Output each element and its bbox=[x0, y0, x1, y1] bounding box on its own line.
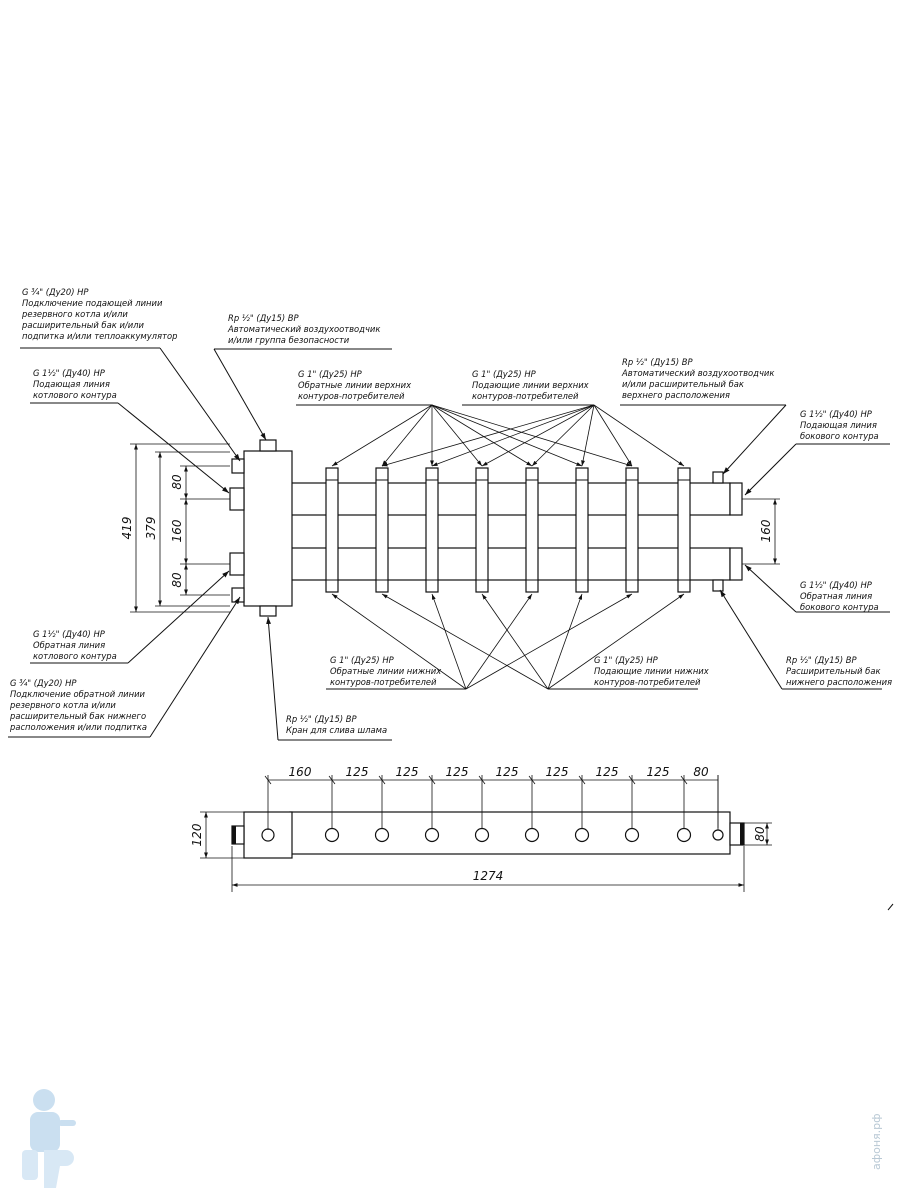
label-expansion-bottom: Rp ½" (Ду15) ВР Расширительный бак нижне… bbox=[786, 655, 892, 687]
upper-manifold-pipe bbox=[289, 482, 731, 516]
watermark-site: афоня.рф bbox=[870, 1113, 883, 1170]
dim-chain-8: 125 bbox=[647, 765, 670, 779]
dim-120: 120 bbox=[190, 823, 204, 846]
label-side-return: G 1½" (Ду40) НР Обратная линия бокового … bbox=[800, 580, 879, 612]
branch-pipe-2 bbox=[375, 467, 389, 593]
label-boiler-supply: G 1½" (Ду40) НР Подающая линия котлового… bbox=[33, 368, 117, 400]
bottom-expansion-port bbox=[712, 579, 724, 592]
dim-chain-1: 160 bbox=[289, 765, 312, 779]
upper-right-cap bbox=[729, 482, 743, 516]
leader-upper-6 bbox=[581, 404, 595, 467]
label-sludge-drain: Rp ½" (Ду15) ВР Кран для слива шлама bbox=[286, 714, 387, 735]
branch-pipe-1 bbox=[325, 467, 339, 593]
corner-mark bbox=[887, 903, 894, 911]
label-boiler-return: G 1½" (Ду40) НР Обратная линия котлового… bbox=[33, 629, 117, 661]
dim-chain-2: 125 bbox=[346, 765, 369, 779]
leader-cross-upper-5 bbox=[531, 404, 595, 467]
label-side-supply: G 1½" (Ду40) НР Подающая линия бокового … bbox=[800, 409, 880, 441]
lower-right-cap bbox=[729, 547, 743, 581]
dim-chain-3: 125 bbox=[396, 765, 419, 779]
leader-lower-5 bbox=[465, 593, 533, 690]
plumber-mascot-logo bbox=[22, 1089, 76, 1188]
dim-160-right: 160 bbox=[759, 519, 773, 542]
leader-cross-upper-4 bbox=[431, 404, 483, 467]
annotations: G ¾" (Ду20) НР Подключение подающей лини… bbox=[8, 287, 892, 741]
label-boiler-reserve-return: G ¾" (Ду20) НР Подключение обратной лини… bbox=[9, 678, 149, 732]
dim-chain-9: 80 bbox=[693, 765, 709, 779]
leader-lower-6 bbox=[547, 593, 583, 690]
dim-160-left: 160 bbox=[170, 519, 184, 542]
dim-80-right: 80 bbox=[753, 826, 767, 842]
separator-top-port bbox=[259, 439, 277, 452]
leader-lower-4 bbox=[481, 593, 549, 690]
label-upper-supply-lines: G 1" (Ду25) НР Подающие линии верхних ко… bbox=[472, 369, 591, 401]
top-view-port-7 bbox=[624, 827, 640, 843]
label-upper-return-lines: G 1" (Ду25) НР Обратные линии верхних ко… bbox=[298, 369, 414, 401]
branch-pipe-5 bbox=[525, 467, 539, 593]
hydraulic-separator bbox=[243, 450, 293, 607]
dim-80-bottom: 80 bbox=[170, 572, 184, 588]
top-view-manifold bbox=[289, 811, 731, 855]
label-air-vent-expansion-top: Rp ½" (Ду15) ВР Автоматический воздухоот… bbox=[621, 357, 777, 400]
left-port-g112-top bbox=[229, 487, 245, 511]
top-view-port-4 bbox=[474, 827, 490, 843]
leader-cross-upper-3 bbox=[431, 404, 595, 467]
dim-chain-7: 125 bbox=[596, 765, 619, 779]
dim-80-top: 80 bbox=[170, 474, 184, 490]
branch-pipe-7 bbox=[625, 467, 639, 593]
branch-pipe-4 bbox=[475, 467, 489, 593]
leader-lower-2 bbox=[381, 593, 549, 690]
leader-upper-2 bbox=[381, 404, 595, 467]
top-view-sep-port bbox=[261, 828, 275, 842]
dim-chain-4: 125 bbox=[446, 765, 469, 779]
label-air-vent-top: Rp ½" (Ду15) ВР Автоматический воздухоот… bbox=[227, 313, 383, 345]
leader-lower-7 bbox=[465, 593, 633, 690]
leader-cross-upper-2 bbox=[381, 404, 433, 467]
front-dimensions: 419 379 80 160 80 160 bbox=[120, 443, 780, 613]
leader-cross-upper-6 bbox=[431, 404, 583, 467]
dim-chain-6: 125 bbox=[546, 765, 569, 779]
label-lower-supply-lines: G 1" (Ду25) НР Подающие линии нижних кон… bbox=[594, 655, 711, 687]
lower-manifold-pipe bbox=[289, 547, 731, 581]
separator-bottom-port bbox=[259, 605, 277, 617]
leader-upper-1 bbox=[331, 404, 433, 467]
leader-upper-5 bbox=[431, 404, 533, 467]
top-view-port-2 bbox=[374, 827, 390, 843]
leader-upper-7 bbox=[431, 404, 633, 467]
leader-cross-upper-7 bbox=[593, 404, 633, 467]
top-view-port-5 bbox=[524, 827, 540, 843]
dim-chain-5: 125 bbox=[496, 765, 519, 779]
leader-upper-8 bbox=[593, 404, 685, 467]
top-view: 160 125 125 125 125 125 125 125 80 120 80 1274 bbox=[190, 765, 772, 892]
left-port-g34-top bbox=[231, 458, 245, 474]
label-lower-return-lines: G 1" (Ду25) НР Обратные линии нижних кон… bbox=[330, 655, 444, 687]
top-view-port-3 bbox=[424, 827, 440, 843]
left-port-g112-bottom bbox=[229, 552, 245, 576]
branch-pipe-3 bbox=[425, 467, 439, 593]
dim-379: 379 bbox=[144, 517, 158, 540]
leader-lower-8 bbox=[547, 593, 685, 690]
branch-pipe-6 bbox=[575, 467, 589, 593]
branch-pipe-8 bbox=[677, 467, 691, 593]
dim-419: 419 bbox=[120, 517, 134, 540]
leader-lower-3 bbox=[431, 593, 467, 690]
dim-1274: 1274 bbox=[473, 869, 504, 883]
top-air-vent-port bbox=[712, 471, 724, 484]
leader-lower-1 bbox=[331, 593, 467, 690]
top-view-vent-port bbox=[712, 829, 724, 841]
front-view bbox=[229, 439, 743, 617]
label-boiler-reserve-supply: G ¾" (Ду20) НР Подключение подающей лини… bbox=[21, 287, 177, 341]
top-view-port-8 bbox=[676, 827, 692, 843]
top-view-port-6 bbox=[574, 827, 590, 843]
top-view-port-1 bbox=[324, 827, 340, 843]
leader-upper-4 bbox=[481, 404, 595, 467]
